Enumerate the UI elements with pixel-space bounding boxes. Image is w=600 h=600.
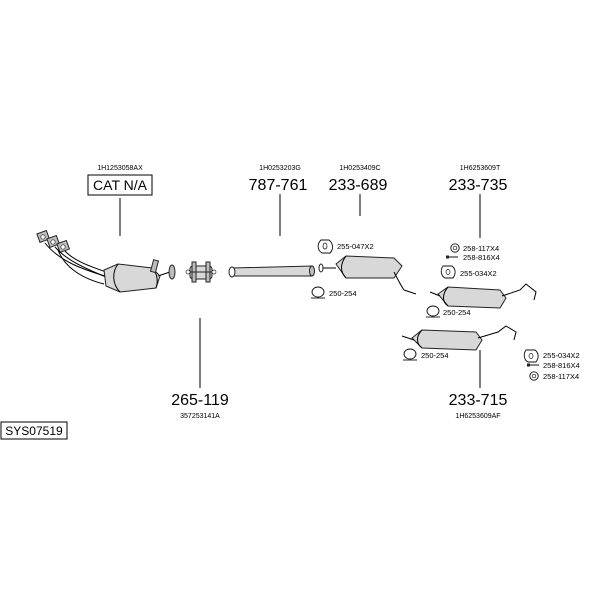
rear-b-rubber-label: 255-034X2 [543,351,580,360]
rear-silencer-b-part[interactable] [401,325,517,351]
cat-note: CAT N/A [93,177,148,193]
rear-silencer-a-part-number[interactable]: 233-735 [449,177,508,194]
gasket-clamp-icon [311,286,325,299]
rubber-hanger-icon [523,349,539,363]
ring-icon [529,371,539,381]
ring-icon [450,243,460,253]
middle-rubber-label: 255-047X2 [337,242,374,251]
bolt-icon [527,363,539,367]
diagram-id-box [0,421,68,440]
rear-a-rubber-label: 255-034X2 [460,269,497,278]
rear-b-gasket-label: 250-254 [421,351,449,360]
rear-silencer-a-part[interactable] [429,283,537,309]
catalyst-assembly[interactable] [36,229,176,293]
pipe-part-number[interactable]: 787-761 [249,177,308,194]
rear-a-ring-label: 258-117X4 [463,244,499,253]
rear-silencer-a-oem-number: 1H6253609T [460,165,501,172]
gasket-clamp-icon [426,305,440,318]
rubber-hanger-icon [317,239,333,254]
rear-b-bolt-label: 258-816X4 [543,361,580,370]
rear-silencer-b-part-number[interactable]: 233-715 [449,392,508,409]
rear-silencer-b-oem-number: 1H6253609AF [455,413,500,420]
catalyst-oem-number: 1H1253058AX [97,165,143,172]
cat-note-box [87,174,153,196]
bolt-icon [446,255,458,259]
clamp-part[interactable] [185,261,217,283]
leader-lines [119,194,481,388]
clamp-part-number[interactable]: 265-119 [171,392,229,409]
clamp-oem-number: 357253141A [180,413,220,420]
middle-silencer-part[interactable] [318,255,417,295]
rear-b-ring-label: 258-117X4 [543,372,579,381]
rear-a-gasket-label: 250-254 [443,308,471,317]
pipe-part[interactable] [228,265,315,278]
rubber-hanger-icon [440,265,456,279]
middle-silencer-oem-number: 1H0253409C [339,165,380,172]
middle-silencer-part-number[interactable]: 233-689 [329,177,388,194]
rear-a-bolt-label: 258-816X4 [463,253,500,262]
middle-gasket-label: 250-254 [329,289,357,298]
diagram-id: SYS07519 [5,424,63,438]
pipe-oem-number: 1H0253203G [259,165,301,172]
gasket-clamp-icon [403,348,417,361]
